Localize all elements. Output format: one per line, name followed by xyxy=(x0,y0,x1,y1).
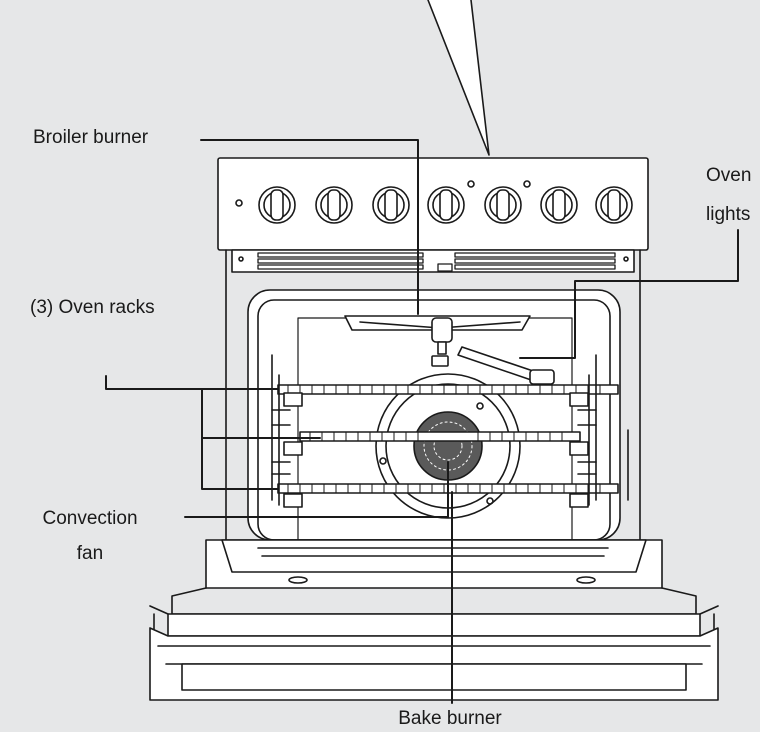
label-convection-fan-line2: fan xyxy=(76,543,104,564)
label-oven-lights-line2: lights xyxy=(706,204,751,225)
vent-slots xyxy=(257,252,616,272)
leader-oven-racks xyxy=(105,375,321,490)
panel-indicator xyxy=(523,180,531,188)
knob-icon xyxy=(315,186,353,224)
knob-icon xyxy=(427,186,465,224)
knob-icon xyxy=(484,186,522,224)
sensor xyxy=(431,355,449,367)
knob-icon xyxy=(372,186,410,224)
label-oven-lights-line1: Oven xyxy=(706,165,752,186)
label-broiler-burner: Broiler burner xyxy=(33,127,149,148)
leader-oven-lights xyxy=(519,229,739,359)
oven-door xyxy=(149,539,719,701)
oven-light xyxy=(457,346,555,385)
label-oven-racks: (3) Oven racks xyxy=(30,297,155,318)
oven-rack-middle xyxy=(299,431,581,442)
label-convection-fan-line1: Convection xyxy=(42,508,138,529)
vent-strip xyxy=(231,249,635,273)
label-bake-burner: Bake burner xyxy=(398,708,502,729)
broiler-burner xyxy=(344,315,531,355)
knob-icon xyxy=(258,186,296,224)
oven-rack-top xyxy=(277,384,619,395)
leader-convection-fan xyxy=(184,461,449,518)
leader-broiler xyxy=(200,139,419,315)
rack-support-left xyxy=(271,354,303,508)
callout-wedge xyxy=(427,0,490,156)
oven-side-walls xyxy=(225,249,641,576)
door-handle xyxy=(181,663,687,691)
rack-support-right xyxy=(569,354,629,508)
knob-icon xyxy=(595,186,633,224)
panel-indicator-left xyxy=(235,199,243,207)
panel-indicator xyxy=(467,180,475,188)
knob-icon xyxy=(540,186,578,224)
